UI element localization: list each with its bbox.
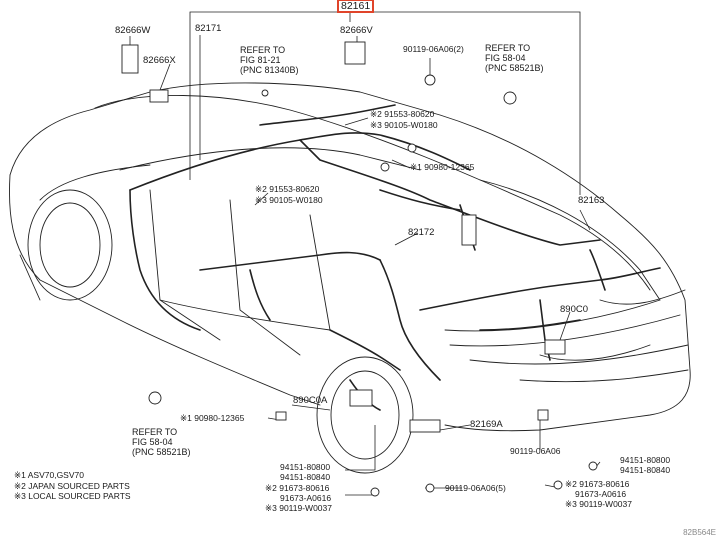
clamp-82666x [149, 89, 169, 103]
relay-82666v [344, 41, 366, 65]
footnote-1: ※1 ASV70,GSV70 [14, 470, 84, 480]
part-label-91553-80620-a: ※2 91553-80620 [370, 109, 435, 119]
footnote-3: ※3 LOCAL SOURCED PARTS [14, 491, 131, 501]
bolt-icon [424, 74, 436, 86]
grommet-icon [503, 91, 517, 105]
refer-to-fig-81-21: REFER TO FIG 81-21 (PNC 81340B) [240, 45, 299, 75]
part-label-90119-06a06-5: 90119-06A06(5) [445, 483, 506, 493]
part-label-94151-80840-a: 94151-80840 [280, 472, 331, 482]
part-label-82171: 82171 [195, 23, 222, 34]
part-label-91673-80616-b: ※2 91673-80616 [565, 479, 630, 489]
part-label-91553-80620-b: ※2 91553-80620 [255, 184, 320, 194]
rear-window [479, 179, 661, 301]
relay-82666w [121, 44, 139, 74]
part-label-90119-w0037-b: ※3 90119-W0037 [565, 499, 632, 509]
part-label-91673-a0616-a: 91673-A0616 [280, 493, 332, 503]
part-label-82163: 82163 [578, 195, 605, 206]
part-label-90980-12365-a: ※1 90980-12365 [410, 162, 475, 172]
footnotes: ※1 ASV70,GSV70 ※2 JAPAN SOURCED PARTS ※3… [14, 470, 131, 502]
part-label-90980-12365-b: ※1 90980-12365 [180, 413, 245, 423]
part-label-90105-w0180-b: ※3 90105-W0180 [255, 195, 323, 205]
part-label-94151-80800-b: 94151-80800 [620, 455, 671, 465]
part-label-82666w: 82666W [115, 25, 151, 36]
part-label-90119-06a06: 90119-06A06 [510, 446, 561, 456]
car-body-outline [9, 82, 691, 432]
trunk-lid [449, 314, 681, 347]
part-label-82161: 82161 [337, 0, 375, 13]
part-label-91673-a0616-b: 91673-A0616 [575, 489, 627, 499]
part-label-82169a: 82169A [470, 419, 503, 430]
figure-code: 82B564E [683, 528, 716, 537]
wire-harness-main [129, 132, 471, 191]
part-label-82666v: 82666V [340, 25, 373, 36]
footnote-2: ※2 JAPAN SOURCED PARTS [14, 480, 130, 491]
front-wheel [27, 189, 113, 301]
part-label-90119-w0037-a: ※3 90119-W0037 [265, 503, 332, 513]
car-roof-line [94, 95, 651, 291]
part-label-82172: 82172 [408, 227, 435, 238]
rear-wheel [316, 356, 414, 474]
part-label-91673-80616-a: ※2 91673-80616 [265, 483, 330, 493]
refer-to-fig-58-04-top: REFER TO FIG 58-04 (PNC 58521B) [485, 43, 544, 73]
part-label-82666x: 82666X [143, 55, 176, 66]
part-label-94151-80840-b: 94151-80840 [620, 465, 671, 475]
part-label-890c0a: 890C0A [293, 395, 328, 406]
part-label-890c0: 890C0 [560, 304, 588, 315]
refer-to-fig-58-04-bottom: REFER TO FIG 58-04 (PNC 58521B) [132, 427, 191, 457]
part-label-90105-w0180-a: ※3 90105-W0180 [370, 120, 438, 130]
part-label-94151-80800-a: 94151-80800 [280, 462, 331, 472]
part-label-90119-06a06-2: 90119-06A06(2) [403, 44, 464, 54]
